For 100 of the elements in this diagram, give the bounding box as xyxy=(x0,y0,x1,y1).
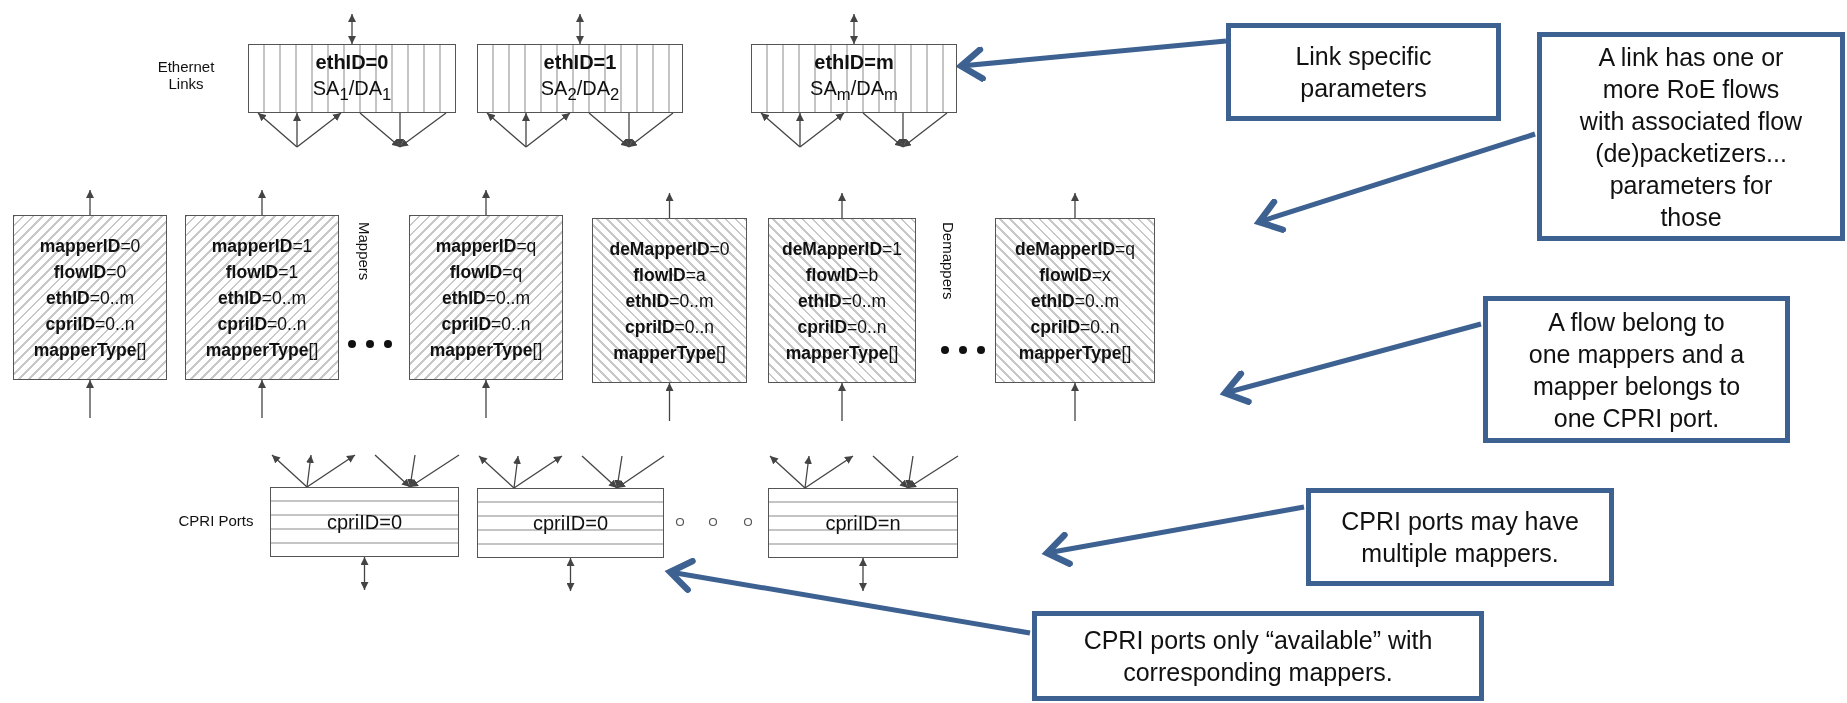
arrow xyxy=(257,112,298,148)
ethernet-link-box xyxy=(248,44,456,113)
group-label: Mappers xyxy=(356,222,373,281)
mapper-parameter-text: ethID=0..m xyxy=(218,286,306,310)
arrow xyxy=(625,112,633,148)
demapper-box xyxy=(995,218,1155,383)
demapper-parameter-text: flowID=b xyxy=(805,263,879,287)
arrow xyxy=(616,455,665,489)
mapper-parameter-text: flowID=1 xyxy=(225,260,299,284)
arrow xyxy=(86,189,94,216)
demapper-parameter-text: deMapperID=0 xyxy=(609,237,730,261)
mapper-box xyxy=(185,215,339,380)
arrow xyxy=(796,112,804,148)
port-id-text: cpriID=0 xyxy=(327,510,402,534)
arrow xyxy=(359,112,401,148)
demapper-parameter-text: ethID=0..m xyxy=(798,289,886,313)
callout-text: A flow belong to one mappers and a mapper belongs to one CPRI port. xyxy=(1527,306,1746,434)
link-parameter-text: SA$_{m}$/DA$_{m}$ xyxy=(810,76,898,106)
callout-arrow xyxy=(666,557,1031,636)
link-parameter-text: ethID=m xyxy=(814,50,894,75)
callout-box xyxy=(1306,488,1614,586)
arrow xyxy=(374,454,411,488)
arrow xyxy=(396,112,404,148)
arrow xyxy=(581,455,618,489)
mapper-parameter-text: mapperType[] xyxy=(33,338,147,362)
link-parameter-text: SA$_{1}$/DA$_{1}$ xyxy=(312,76,392,106)
arrow xyxy=(513,455,521,489)
double-arrow xyxy=(859,557,867,592)
mapper-parameter-text: mapperType[] xyxy=(205,338,319,362)
arrow xyxy=(804,455,812,489)
link-parameter-text: SA$_{2}$/DA$_{2}$ xyxy=(540,76,620,106)
mapper-box xyxy=(13,215,167,380)
arrow xyxy=(86,379,94,419)
callout-box xyxy=(1483,296,1790,443)
ethernet-link-box xyxy=(751,44,957,113)
mapper-parameter-text: ethID=0..m xyxy=(442,286,530,310)
arrow xyxy=(407,454,416,488)
arrow xyxy=(525,112,571,148)
cpri-port-box xyxy=(270,487,459,557)
callout-arrow xyxy=(1221,321,1482,405)
double-arrow xyxy=(360,556,369,591)
demapper-parameter-text: mapperType[] xyxy=(613,341,726,365)
arrow xyxy=(760,112,801,148)
arrow xyxy=(665,382,674,422)
port-id-text: cpriID=n xyxy=(825,511,901,535)
mapper-parameter-text: mapperID=q xyxy=(435,234,537,258)
arrow xyxy=(293,112,301,148)
demapper-parameter-text: cpriID=0..n xyxy=(797,315,887,339)
mapper-parameter-text: mapperType[] xyxy=(429,338,543,362)
callout-arrow xyxy=(1043,504,1305,567)
arrow xyxy=(486,112,527,148)
demapper-box xyxy=(592,218,747,383)
arrow xyxy=(409,454,460,488)
arrow xyxy=(588,112,630,148)
callout-text: CPRI ports may have multiple mappers. xyxy=(1340,506,1580,569)
arrow xyxy=(799,112,845,148)
demapper-parameter-text: ethID=0..m xyxy=(625,289,714,313)
ethernet-link-box xyxy=(477,44,683,113)
mapper-parameter-text: ethID=0..m xyxy=(46,286,134,310)
arrow xyxy=(482,189,490,216)
callout-box xyxy=(1032,611,1484,701)
double-arrow xyxy=(850,13,858,45)
link-parameter-text: ethID=1 xyxy=(543,50,617,75)
demapper-parameter-text: mapperType[] xyxy=(1018,341,1132,365)
callout-arrow xyxy=(957,38,1227,82)
callout-box xyxy=(1537,32,1845,241)
arrow xyxy=(306,454,314,488)
double-arrow xyxy=(566,557,575,592)
cpri-port-box xyxy=(768,488,958,558)
arrow xyxy=(271,454,308,488)
arrow xyxy=(522,112,530,148)
mapper-parameter-text: cpriID=0..n xyxy=(217,312,307,336)
arrow xyxy=(899,112,907,148)
arrow xyxy=(296,112,342,148)
demapper-parameter-text: flowID=a xyxy=(633,263,706,287)
arrow xyxy=(399,112,447,148)
double-arrow xyxy=(576,13,584,45)
arrow xyxy=(665,192,674,219)
demapper-parameter-text: mapperType[] xyxy=(785,341,899,365)
mapper-parameter-text: flowID=q xyxy=(449,260,523,284)
arrow xyxy=(902,112,948,148)
arrow xyxy=(628,112,674,148)
callout-text: Link specific parameters xyxy=(1294,41,1433,104)
mapper-parameter-text: cpriID=0..n xyxy=(441,312,531,336)
callout-arrow xyxy=(1255,131,1536,233)
demapper-parameter-text: cpriID=0..n xyxy=(625,315,714,339)
mapper-parameter-text: mapperID=1 xyxy=(211,234,313,258)
row-label: Ethernet Links xyxy=(156,58,216,92)
arrow xyxy=(862,112,904,148)
arrow xyxy=(306,454,356,488)
arrow xyxy=(482,379,490,419)
arrow xyxy=(513,455,563,489)
mapper-box xyxy=(409,215,563,380)
arrow xyxy=(907,455,959,489)
mapper-parameter-text: flowID=0 xyxy=(53,260,127,284)
arrow xyxy=(804,455,854,489)
row-label: CPRI Ports xyxy=(177,512,255,529)
arrow xyxy=(769,455,806,489)
arrow xyxy=(1071,192,1079,219)
arrow xyxy=(838,192,846,219)
